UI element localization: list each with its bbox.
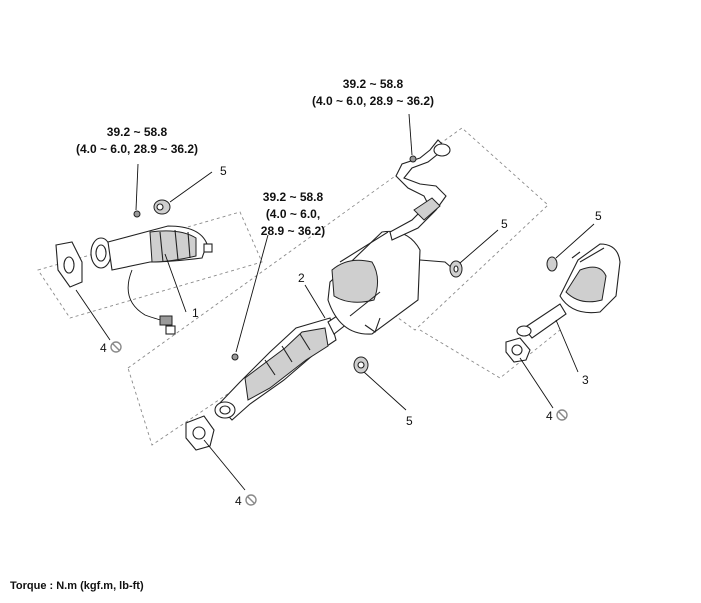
callout-hanger-upper-left: 5 [220, 164, 227, 178]
callout-gasket-right: 4 [546, 409, 553, 423]
torque-top-line1: 39.2 ~ 58.8 [343, 77, 404, 91]
gasket-center [185, 415, 215, 451]
torque-left-line1: 39.2 ~ 58.8 [107, 125, 168, 139]
callout-hanger-lower-center: 5 [406, 414, 413, 428]
do-not-reuse-icon [110, 341, 122, 353]
callout-gasket-center: 4 [235, 494, 242, 508]
torque-units-note: Torque : N.m (kgf.m, lb-ft) [10, 580, 144, 592]
bolt-left [133, 210, 141, 218]
front-pipe [90, 225, 213, 335]
main-muffler [516, 243, 621, 339]
hanger-lower-center [353, 356, 369, 374]
callout-hanger-center: 5 [501, 217, 508, 231]
callout-main-muffler: 3 [582, 373, 589, 387]
hanger-right [546, 256, 558, 272]
rear-frame [419, 329, 561, 379]
torque-left-line2: (4.0 ~ 6.0, 28.9 ~ 36.2) [76, 142, 198, 156]
hanger-center [449, 260, 463, 278]
torque-middle-line3: 28.9 ~ 36.2) [261, 224, 325, 238]
callout-front-pipe: 1 [192, 306, 199, 320]
do-not-reuse-icon [245, 494, 257, 506]
do-not-reuse-icon [556, 409, 568, 421]
center-muffler [214, 139, 453, 421]
callout-center-muffler: 2 [298, 271, 305, 285]
center-frame [127, 127, 549, 446]
gasket-right [505, 337, 531, 363]
torque-middle-line2: (4.0 ~ 6.0, [266, 207, 320, 221]
hanger-upper-left [153, 199, 171, 215]
callout-gasket-left: 4 [100, 341, 107, 355]
gasket-left [55, 241, 83, 288]
callout-hanger-right: 5 [595, 209, 602, 223]
torque-middle-line1: 39.2 ~ 58.8 [263, 190, 324, 204]
bolt-top [409, 155, 417, 163]
torque-top-line2: (4.0 ~ 6.0, 28.9 ~ 36.2) [312, 94, 434, 108]
bolt-middle [231, 353, 239, 361]
